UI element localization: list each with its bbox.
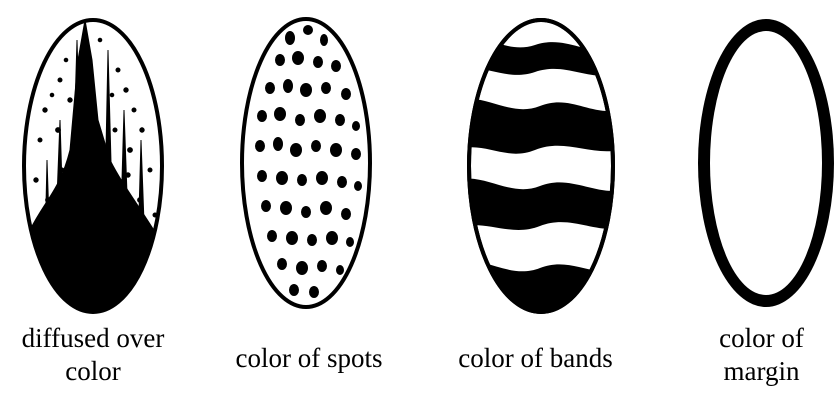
spots-ellipse-icon bbox=[200, 0, 415, 394]
caption-spots: color of spots bbox=[214, 342, 404, 375]
bands-ellipse-icon bbox=[415, 0, 640, 394]
caption-line: color of bands bbox=[433, 342, 638, 375]
caption-diffused: diffused over color bbox=[6, 322, 180, 388]
caption-margin: color of margin bbox=[688, 322, 835, 388]
panel-bands: color of bands bbox=[415, 0, 640, 394]
panel-diffused: diffused over color bbox=[0, 0, 200, 394]
caption-line: margin bbox=[688, 355, 835, 388]
panel-margin: color of margin bbox=[640, 0, 835, 394]
caption-line: diffused over bbox=[6, 322, 180, 355]
caption-line: color of spots bbox=[214, 342, 404, 375]
caption-line: color bbox=[6, 355, 180, 388]
caption-bands: color of bands bbox=[433, 342, 638, 375]
panel-spots: color of spots bbox=[200, 0, 415, 394]
caption-line: color of bbox=[688, 322, 835, 355]
